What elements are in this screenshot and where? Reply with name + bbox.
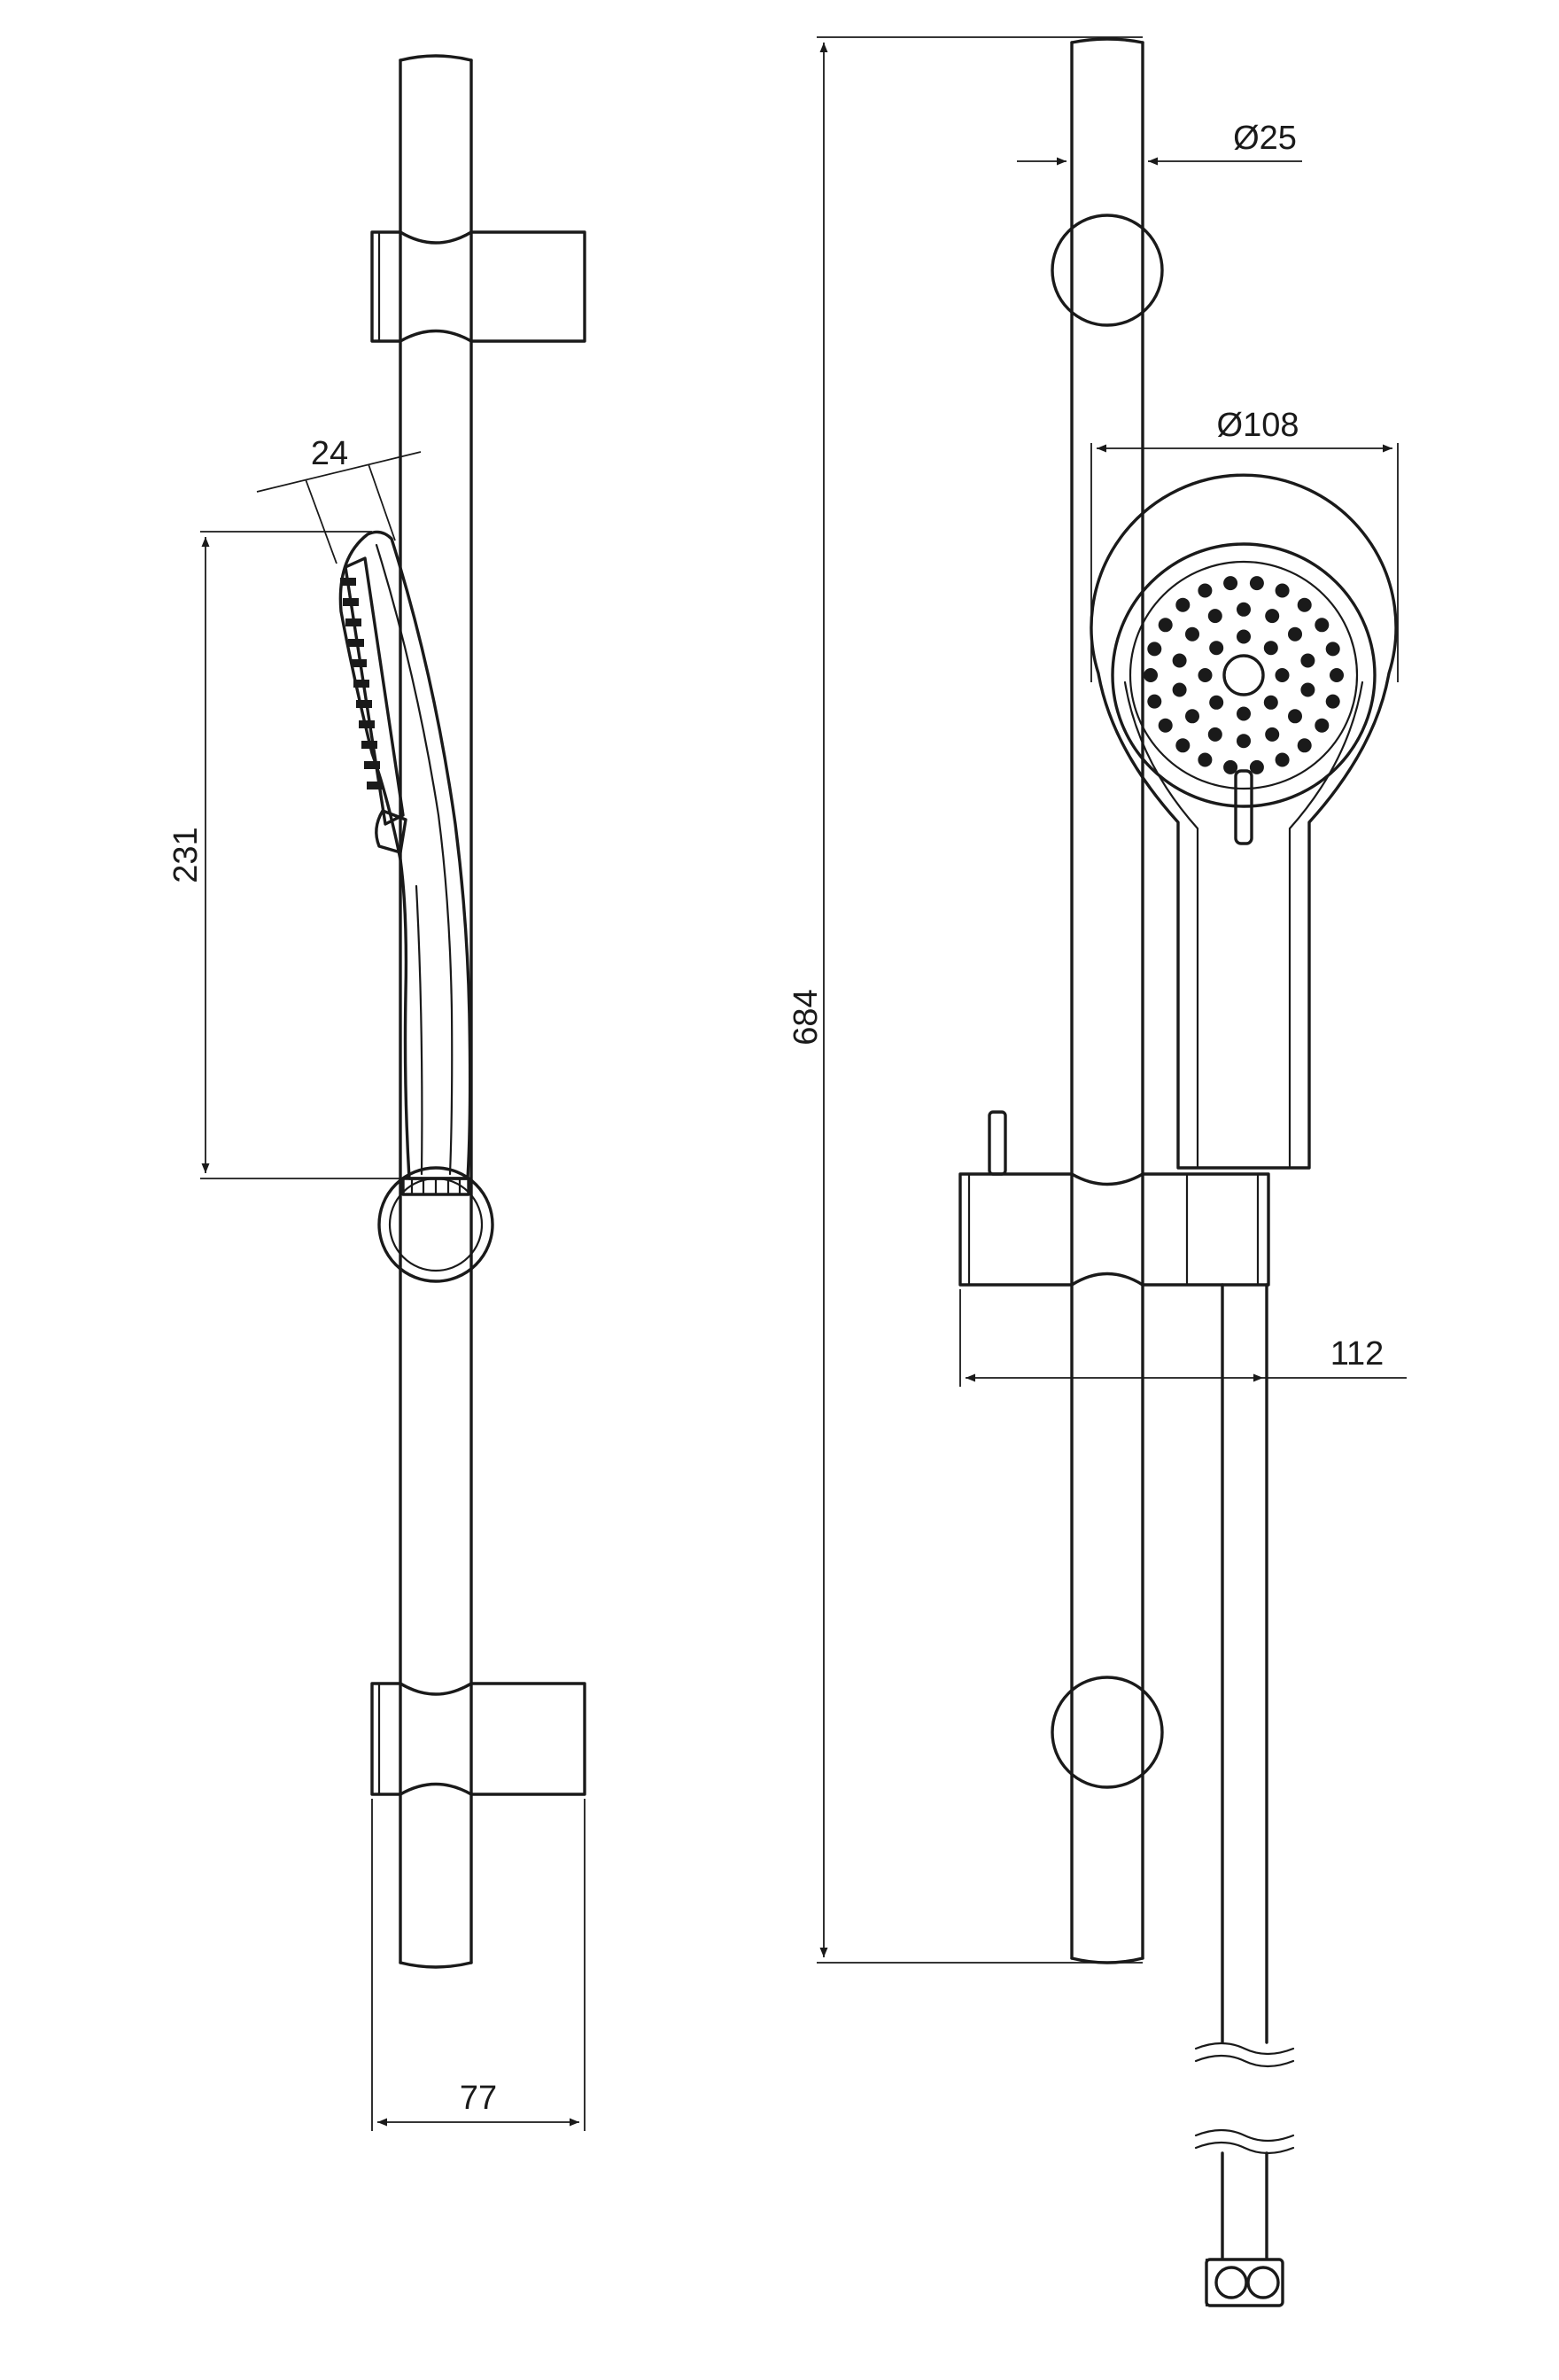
nozzle-dot bbox=[1237, 602, 1251, 617]
dim-head-thickness-label: 24 bbox=[311, 435, 348, 472]
nozzle-dot bbox=[1275, 583, 1290, 598]
side-view: 231 24 77 bbox=[167, 54, 586, 2131]
hose-nut bbox=[1205, 2258, 1284, 2307]
nozzle-dot bbox=[1263, 695, 1278, 710]
nozzle-dot bbox=[1223, 576, 1238, 591]
nozzle-dot bbox=[1175, 597, 1191, 612]
front-view: 684 Ø25 Ø108 112 bbox=[787, 36, 1407, 2307]
dim-rail-diameter-label: Ø25 bbox=[1233, 120, 1297, 157]
nozzle-dot bbox=[1300, 682, 1315, 697]
dim-head-diameter: Ø108 bbox=[1090, 407, 1399, 682]
nozzle-dot bbox=[1315, 618, 1330, 633]
nozzle-dot bbox=[1237, 734, 1251, 749]
front-slider-holder bbox=[958, 1110, 1270, 1287]
front-bottom-bracket bbox=[1051, 1676, 1164, 1789]
nozzle-dot bbox=[1207, 727, 1222, 742]
nozzle-dot bbox=[1265, 609, 1280, 624]
side-rail bbox=[399, 54, 473, 1969]
nozzle-dot bbox=[1297, 738, 1312, 753]
nozzle-dot bbox=[1275, 668, 1290, 682]
shower-hose bbox=[1194, 1283, 1295, 2259]
nozzle-dot bbox=[1185, 709, 1199, 724]
nozzle-dot bbox=[1198, 668, 1213, 682]
dim-rail-diameter: Ø25 bbox=[1017, 120, 1302, 166]
nozzle-dot bbox=[1288, 626, 1302, 642]
nozzle-dot bbox=[1144, 668, 1158, 682]
nozzle-dot bbox=[1158, 718, 1173, 733]
dim-holder-projection: 112 bbox=[959, 1289, 1407, 1387]
dim-rail-length: 684 bbox=[787, 36, 1143, 1964]
dim-head-diameter-label: Ø108 bbox=[1217, 407, 1299, 444]
side-nozzle-row bbox=[340, 578, 383, 789]
nozzle-dot bbox=[1209, 641, 1224, 656]
side-bottom-bracket bbox=[370, 1682, 586, 1796]
nozzle-dot bbox=[1198, 583, 1213, 598]
front-rail bbox=[1070, 37, 1144, 1964]
nozzle-dot bbox=[1249, 759, 1264, 774]
nozzle-dot bbox=[1263, 641, 1278, 656]
nozzle-dot bbox=[1207, 609, 1222, 624]
front-hand-shower bbox=[1090, 473, 1398, 1170]
nozzle-dot bbox=[1147, 694, 1162, 709]
side-slider-holder bbox=[377, 1166, 494, 1283]
nozzle-dot bbox=[1237, 706, 1251, 721]
dim-handset-length: 231 bbox=[167, 531, 403, 1179]
nozzle-dot bbox=[1185, 626, 1199, 642]
nozzle-dot bbox=[1158, 618, 1173, 633]
dim-holder-projection-label: 112 bbox=[1330, 1335, 1384, 1373]
nozzle-dot bbox=[1297, 597, 1312, 612]
nozzle-dot bbox=[1330, 668, 1344, 682]
dim-bracket-depth: 77 bbox=[371, 1799, 586, 2131]
dim-head-thickness: 24 bbox=[256, 435, 422, 564]
nozzle-dot bbox=[1209, 695, 1224, 710]
dim-handset-length-label: 231 bbox=[167, 827, 205, 883]
nozzle-dot bbox=[1237, 629, 1251, 644]
dim-bracket-depth-label: 77 bbox=[460, 2080, 497, 2117]
nozzle-pattern bbox=[1144, 576, 1344, 774]
front-top-bracket bbox=[1051, 214, 1164, 327]
nozzle-dot bbox=[1325, 642, 1340, 657]
nozzle-dot bbox=[1223, 759, 1238, 774]
side-hand-shower bbox=[338, 530, 472, 1180]
nozzle-dot bbox=[1300, 653, 1315, 668]
nozzle-dot bbox=[1175, 738, 1191, 753]
side-top-bracket bbox=[370, 230, 586, 343]
dim-rail-length-label: 684 bbox=[787, 989, 825, 1045]
nozzle-dot bbox=[1315, 718, 1330, 733]
nozzle-dot bbox=[1198, 752, 1213, 767]
nozzle-dot bbox=[1275, 752, 1290, 767]
nozzle-dot bbox=[1265, 727, 1280, 742]
nozzle-dot bbox=[1172, 653, 1187, 668]
nozzle-dot bbox=[1147, 642, 1162, 657]
nozzle-dot bbox=[1325, 694, 1340, 709]
nozzle-dot bbox=[1172, 682, 1187, 697]
nozzle-dot bbox=[1288, 709, 1302, 724]
nozzle-dot bbox=[1249, 576, 1264, 591]
